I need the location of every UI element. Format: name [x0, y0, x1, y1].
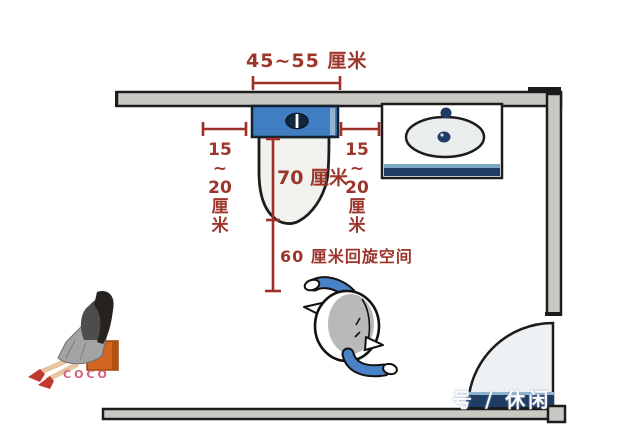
wall-right [545, 92, 563, 316]
turning-space-dimension-line [265, 220, 281, 293]
door-swing-icon [466, 321, 555, 410]
right-clearance-dimension-line [339, 122, 381, 136]
toilet-bowl [257, 135, 331, 225]
door-hinge-block [546, 404, 567, 424]
turning-space-label: 60 厘米回旋空间 [280, 247, 413, 266]
left-clearance-label: 15 ~ 20 厘 米 [208, 140, 232, 236]
toilet-icon [250, 104, 340, 225]
right-clearance-label: 15 ~ 20 厘 米 [345, 140, 369, 236]
sink-icon [380, 102, 504, 180]
width-dimension-line [251, 76, 342, 90]
door-bottom-band [466, 392, 554, 395]
wall-bottom [101, 404, 567, 424]
faucet-dot [440, 107, 452, 119]
person-top-view-icon [303, 276, 398, 378]
toilet-width-label: 45~55 厘米 [246, 50, 368, 72]
left-clearance-dimension-line [201, 122, 248, 136]
toilet-depth-label: 70 厘米 [277, 167, 349, 189]
footer-watermark-text: 号 / 休闲 [452, 388, 552, 412]
coco-brand-label: COCO [63, 368, 110, 381]
coco-mascot-icon [28, 290, 119, 389]
drain-dot [437, 131, 451, 143]
